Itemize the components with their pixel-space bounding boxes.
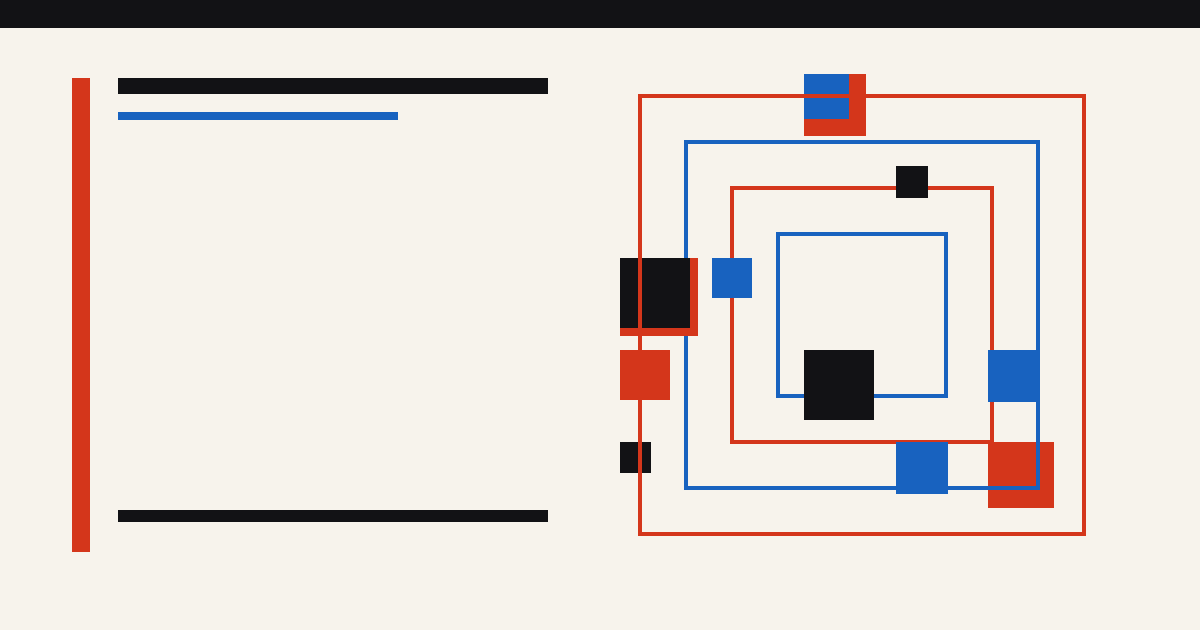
title-placeholder-bar [118, 78, 548, 94]
outer-blue-frame-overlay [684, 140, 1040, 490]
blue-block-bottom [896, 442, 948, 494]
outer-red-frame-overlay [638, 94, 1086, 536]
black-block-small-left [620, 442, 651, 473]
red-block-left-mid [620, 350, 670, 400]
red-block-bottom-right [988, 442, 1054, 508]
black-block-small-top [896, 166, 928, 198]
black-block-center [804, 350, 874, 420]
blue-block-left [712, 258, 752, 298]
footer-placeholder-bar [118, 510, 548, 522]
blue-block-right [988, 350, 1040, 402]
inner-red-frame [730, 186, 994, 444]
black-block-left [620, 258, 690, 328]
left-accent-rule [72, 78, 90, 552]
top-bar [0, 0, 1200, 28]
subtitle-placeholder-bar [118, 112, 398, 120]
